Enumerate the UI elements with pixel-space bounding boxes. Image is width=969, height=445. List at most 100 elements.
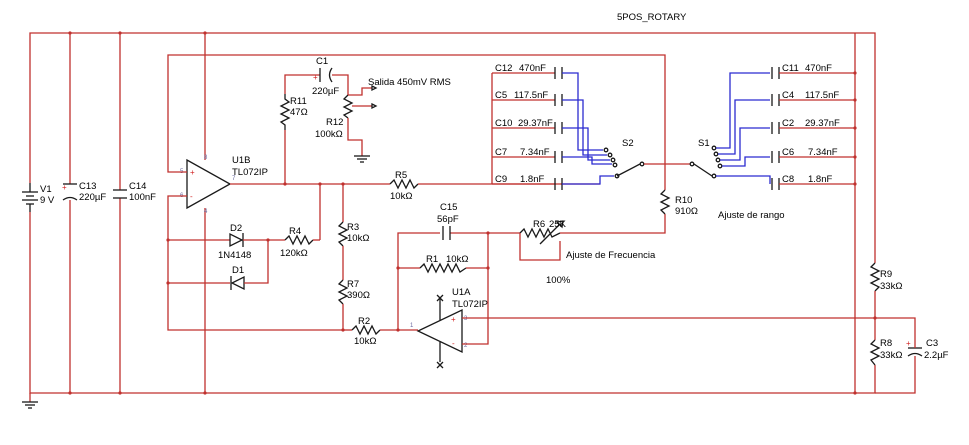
bank2-3-name: C7 <box>495 147 507 158</box>
bank1-2-value: 29.37nF <box>805 118 840 129</box>
diode-d2 <box>229 232 270 248</box>
cap-bank-1 <box>689 67 857 190</box>
r12-value: 100kΩ <box>315 129 343 140</box>
range-label: Ajuste de rango <box>718 210 785 221</box>
r11-value: 47Ω <box>290 107 308 118</box>
c13-name: C13 <box>79 181 96 192</box>
r12-name: R12 <box>326 117 343 128</box>
r7-name: R7 <box>347 279 359 290</box>
bank2-2-name: C10 <box>495 118 512 129</box>
resistor-r7 <box>337 279 349 332</box>
bank1-2-name: C2 <box>782 118 794 129</box>
resistor-r8 <box>869 339 881 366</box>
svg-text:2: 2 <box>464 343 468 349</box>
r9-name: R9 <box>880 269 892 280</box>
bank2-3-value: 7.34nF <box>520 147 550 158</box>
svg-text:+: + <box>906 339 911 348</box>
potentiometer-r12 <box>342 84 378 163</box>
r10-name: R10 <box>675 195 692 206</box>
c15-value: 56pF <box>437 214 459 225</box>
u1b-name: U1B <box>232 155 250 166</box>
resistor-r10 <box>659 189 671 215</box>
u1a-feedback-wires <box>396 231 916 394</box>
s1-name: S1 <box>698 138 710 149</box>
diode-d1 <box>230 240 269 291</box>
svg-text:+: + <box>313 73 318 82</box>
bank2-4-value: 1.8nF <box>520 174 544 185</box>
capacitor-c15 <box>442 226 451 240</box>
svg-text:+: + <box>451 315 456 324</box>
svg-text:8: 8 <box>204 155 208 161</box>
power-rails <box>29 31 876 402</box>
s2-name: S2 <box>622 138 634 149</box>
r8-value: 33kΩ <box>880 350 902 361</box>
c14-name: C14 <box>129 181 146 192</box>
r6-value: 25K <box>549 219 567 230</box>
ground-icon <box>22 401 38 409</box>
d1-name: D1 <box>232 265 244 276</box>
svg-text:4: 4 <box>204 209 208 215</box>
v1-value: 9 V <box>40 195 55 206</box>
freq-label: Ajuste de Frecuencia <box>566 250 656 261</box>
potentiometer-r6 <box>519 214 666 261</box>
r10-value: 910Ω <box>675 206 698 217</box>
svg-text:-: - <box>190 192 193 201</box>
r1-value: 10kΩ <box>446 254 468 265</box>
svg-text:3: 3 <box>464 316 468 322</box>
r9-value: 33kΩ <box>880 281 902 292</box>
r6-percent: 100% <box>546 275 571 286</box>
svg-text:1: 1 <box>410 323 414 329</box>
c14-value: 100nF <box>129 192 156 203</box>
bank1-3-name: C6 <box>782 147 794 158</box>
bank2-0-name: C12 <box>495 63 512 74</box>
r5-value: 10kΩ <box>390 191 412 202</box>
bank1-3-value: 7.34nF <box>808 147 838 158</box>
r5-name: R5 <box>395 170 407 181</box>
r6-name: R6 <box>533 219 545 230</box>
bank2-1-name: C5 <box>495 90 507 101</box>
resistor-r3 <box>337 221 349 280</box>
u1a-name: U1A <box>452 287 471 298</box>
bank2-1-value: 117.5nF <box>514 90 548 101</box>
battery-v1 <box>22 183 38 212</box>
u1b-wires <box>166 54 666 331</box>
d2-name: D2 <box>230 223 242 234</box>
c1-value: 220µF <box>312 86 339 97</box>
svg-text:7: 7 <box>232 176 236 182</box>
resistor-r4 <box>268 234 320 246</box>
opamp-u1a: 3 2 1 + - <box>410 294 468 369</box>
capacitor-c13: + <box>62 183 78 201</box>
r8-name: R8 <box>880 338 892 349</box>
r2-name: R2 <box>358 316 370 327</box>
c15-name: C15 <box>440 202 457 213</box>
capacitor-c3: + <box>906 339 923 357</box>
resistor-r2 <box>343 324 400 336</box>
r4-value: 120kΩ <box>280 248 308 259</box>
svg-text:+: + <box>62 183 67 192</box>
resistor-r9 <box>869 262 881 340</box>
cap-bank-2 <box>491 67 690 190</box>
svg-text:-: - <box>452 339 455 348</box>
r4-name: R4 <box>289 226 301 237</box>
d2-value: 1N4148 <box>218 250 251 261</box>
resistor-r11 <box>279 74 320 130</box>
schematic-title: 5POS_ROTARY <box>617 12 687 23</box>
c13-value: 220µF <box>79 192 106 203</box>
bank1-4-value: 1.8nF <box>808 174 832 185</box>
c1-name: C1 <box>316 56 328 67</box>
capacitor-c1: + <box>313 67 349 95</box>
capacitor-c14 <box>113 189 127 199</box>
r3-value: 10kΩ <box>347 233 369 244</box>
bank2-4-name: C9 <box>495 174 507 185</box>
resistor-r1 <box>419 262 467 274</box>
bank1-0-value: 470nF <box>805 63 832 74</box>
r11-name: R11 <box>290 96 307 107</box>
bank2-2-value: 29.37nF <box>518 118 553 129</box>
bank1-4-name: C8 <box>782 174 794 185</box>
r2-value: 10kΩ <box>354 336 376 347</box>
bank2-0-value: 470nF <box>519 63 546 74</box>
svg-text:+: + <box>190 168 195 177</box>
bank1-0-name: C11 <box>782 63 799 74</box>
v1-name: V1 <box>40 184 52 195</box>
